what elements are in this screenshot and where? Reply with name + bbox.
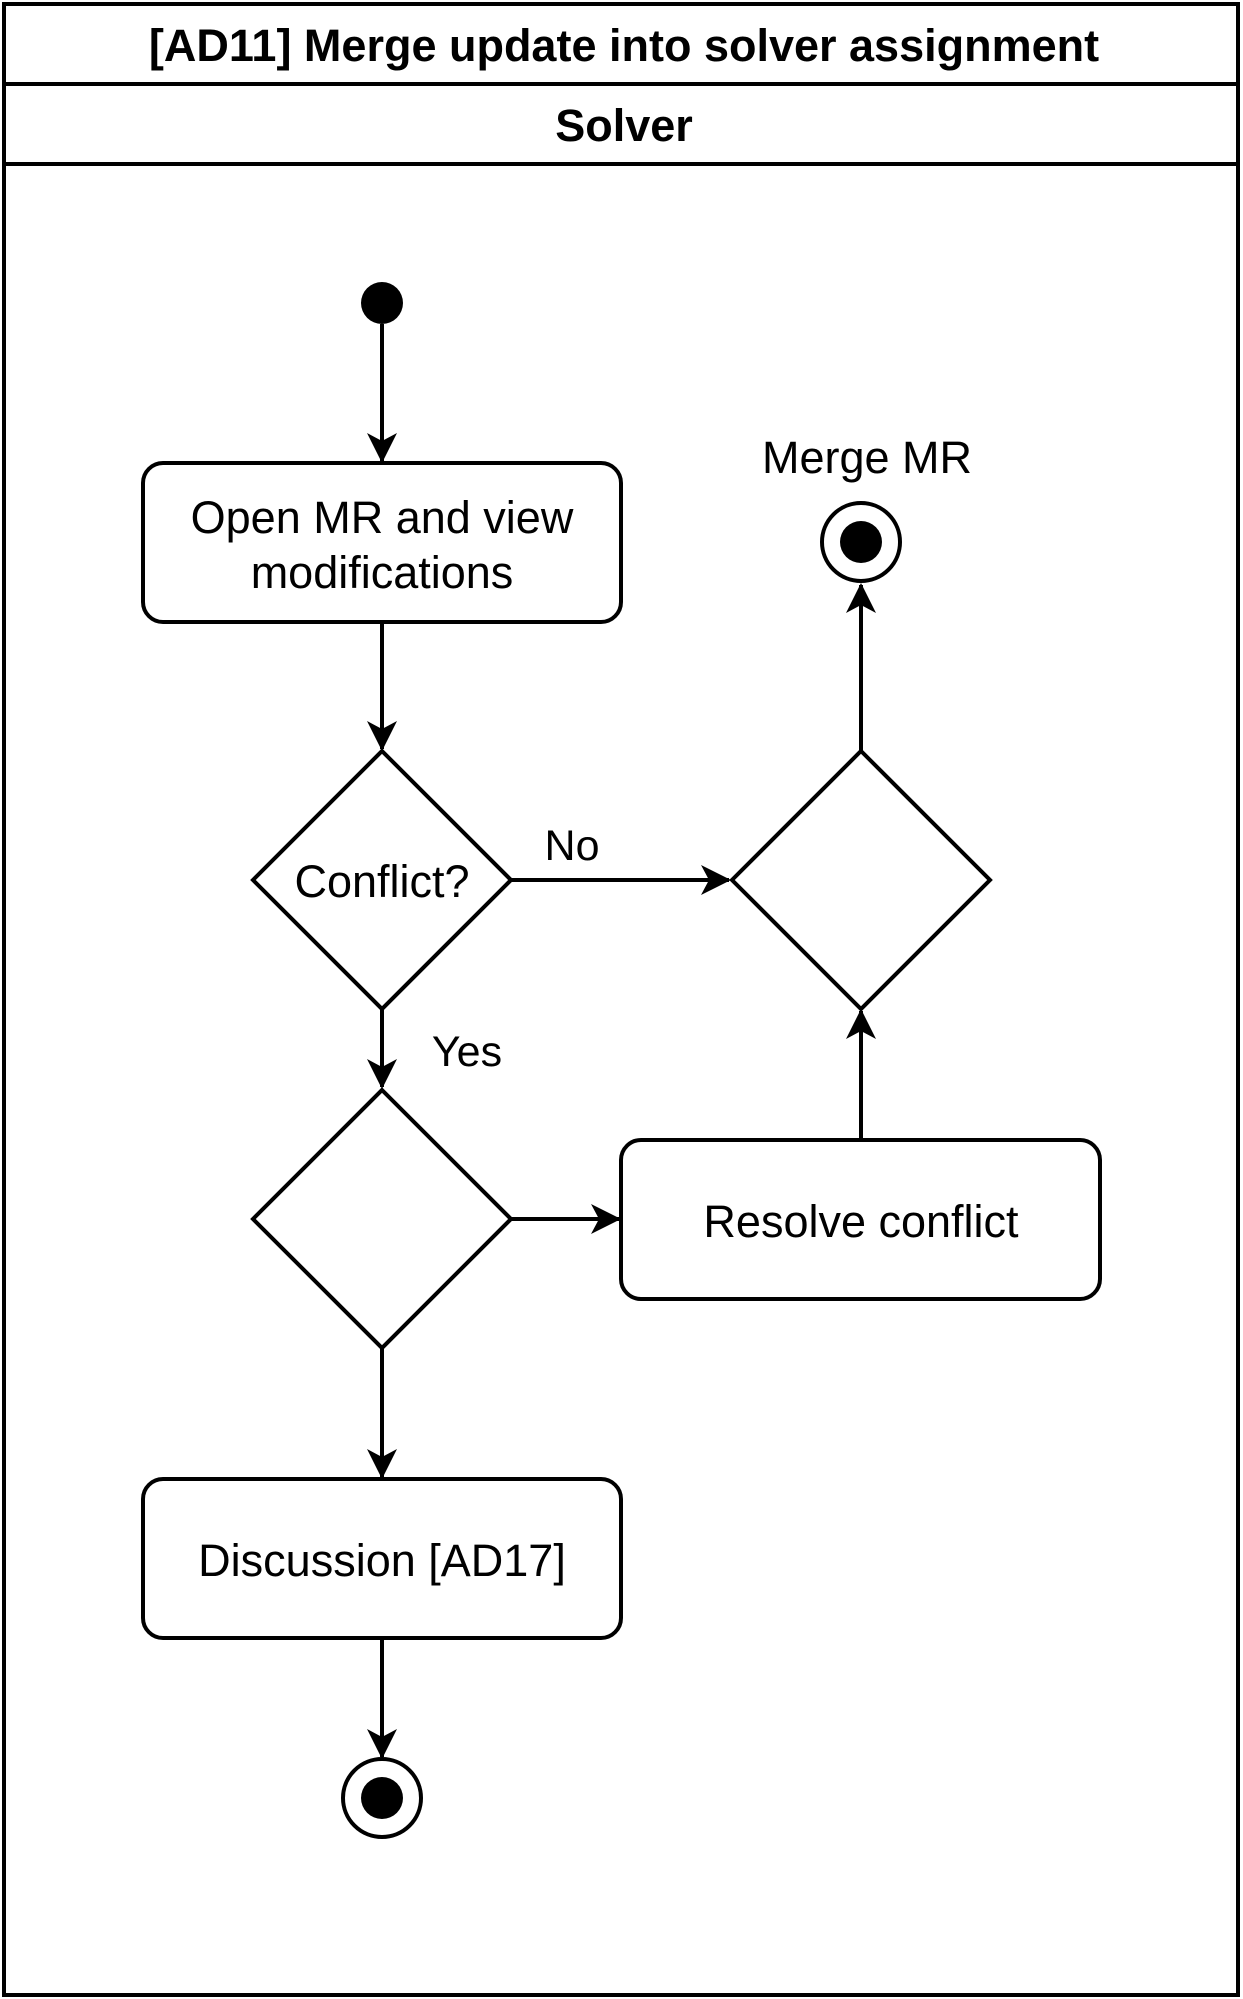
action-discussion-label: Discussion [AD17] <box>198 1535 566 1586</box>
decision-conflict-label: Conflict? <box>294 856 469 907</box>
initial-node <box>361 282 403 324</box>
diagram-title: [AD11] Merge update into solver assignme… <box>149 20 1099 71</box>
final-node-merge-inner <box>840 521 882 563</box>
action-open-mr-label-line2: modifications <box>251 547 514 598</box>
edge-no-label: No <box>545 822 600 870</box>
action-open-mr-label: Open MR and view <box>191 492 574 543</box>
swimlane-label: Solver <box>555 100 693 151</box>
action-resolve-conflict-label: Resolve conflict <box>703 1196 1019 1247</box>
final-node-bottom-inner <box>361 1777 403 1819</box>
edge-yes-label: Yes <box>432 1028 502 1076</box>
final-merge-label: Merge MR <box>762 432 972 483</box>
